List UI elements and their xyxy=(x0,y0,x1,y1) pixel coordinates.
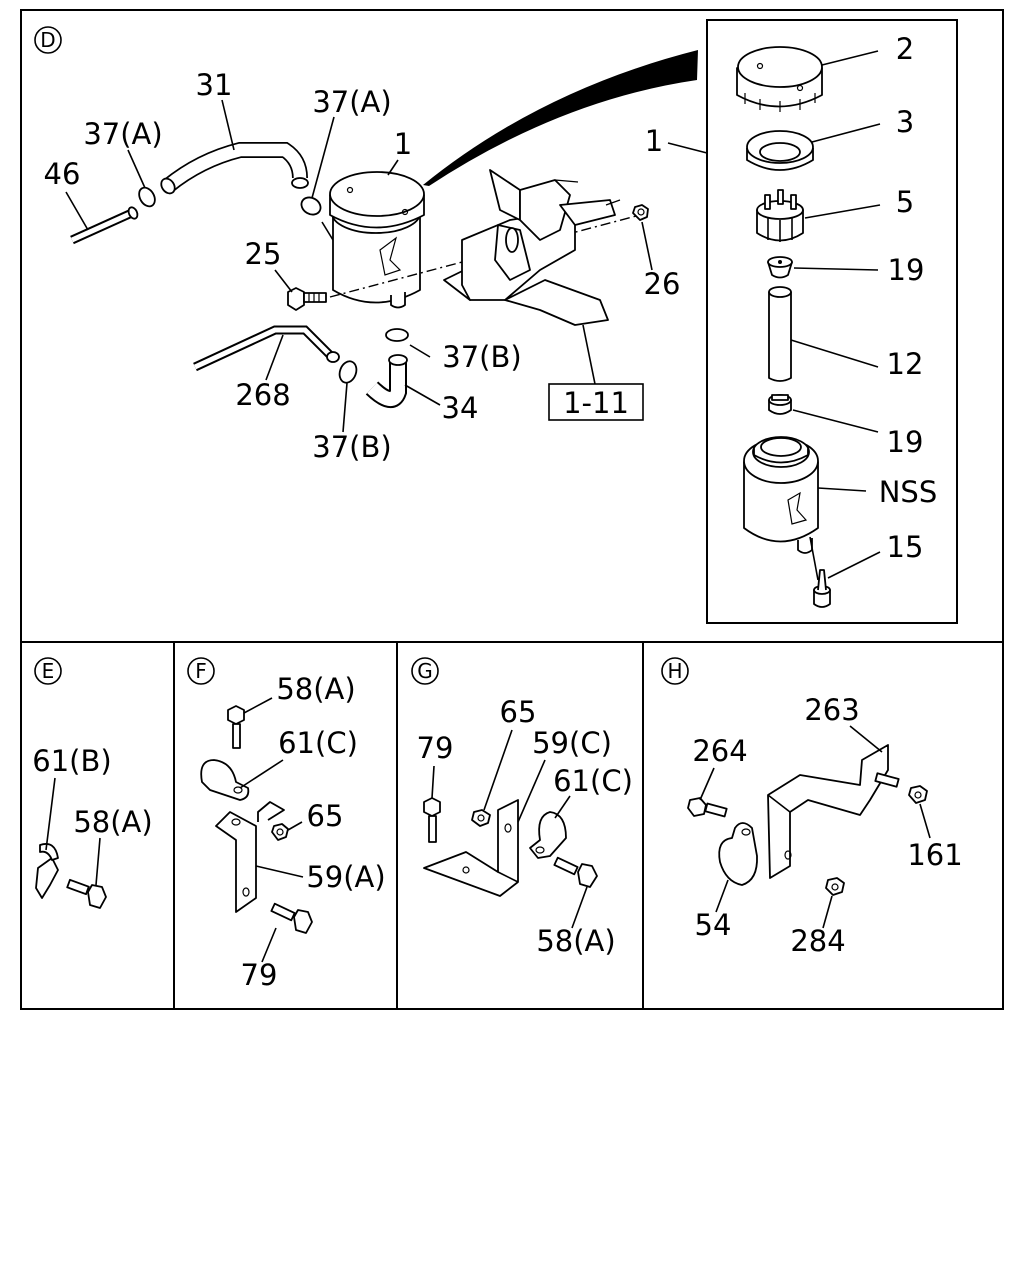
bolt-25[interactable] xyxy=(287,287,327,311)
nut-65-g[interactable] xyxy=(471,809,491,827)
clamp-54[interactable] xyxy=(718,822,758,886)
tube-12[interactable] xyxy=(768,286,792,382)
label-46: 46 xyxy=(44,157,81,191)
bolt-58a-g[interactable] xyxy=(553,856,598,888)
svg-text:D: D xyxy=(40,28,55,52)
label-59c: 59(C) xyxy=(532,726,612,760)
pipe-268[interactable] xyxy=(193,325,340,372)
label-79-g: 79 xyxy=(417,731,454,765)
label-2: 2 xyxy=(896,32,914,66)
reservoir-body-nss[interactable] xyxy=(743,436,819,554)
label-15: 15 xyxy=(887,530,924,564)
section-g: G 65 79 59(C) 61(C) 5 xyxy=(411,657,633,958)
bolt-79-f[interactable] xyxy=(270,902,313,934)
hose-34[interactable] xyxy=(365,354,408,408)
section-f-marker[interactable]: F xyxy=(187,657,215,685)
clamp-37b-right[interactable] xyxy=(385,328,409,342)
label-58a-e: 58(A) xyxy=(73,805,152,839)
bracket-59c[interactable] xyxy=(423,799,519,897)
label-268: 268 xyxy=(235,378,290,412)
label-5: 5 xyxy=(896,185,914,219)
label-61b: 61(B) xyxy=(32,744,111,778)
section-e-marker[interactable]: E xyxy=(34,657,62,685)
reference-box-1-11[interactable]: 1-11 xyxy=(548,383,644,421)
label-12: 12 xyxy=(887,347,924,381)
nut-65-f[interactable] xyxy=(271,823,289,841)
label-79-f: 79 xyxy=(241,958,278,992)
bolt-79-g[interactable] xyxy=(423,797,441,843)
label-284: 284 xyxy=(790,924,845,958)
pin-15[interactable] xyxy=(809,536,831,608)
nut-161[interactable] xyxy=(908,785,928,804)
label-25: 25 xyxy=(245,237,282,271)
svg-text:G: G xyxy=(417,659,433,683)
bolt-58a-e[interactable] xyxy=(66,878,107,909)
label-19-top: 19 xyxy=(888,253,925,287)
section-h: H 263 264 161 54 xyxy=(661,657,963,958)
nut-26[interactable] xyxy=(632,204,649,221)
clamp-37a-top[interactable] xyxy=(298,194,323,218)
svg-text:H: H xyxy=(667,659,682,683)
nut-284[interactable] xyxy=(825,877,845,896)
section-g-marker[interactable]: G xyxy=(411,657,439,685)
bushing-19-top[interactable] xyxy=(767,256,793,279)
label-26: 26 xyxy=(644,267,681,301)
label-37a-top: 37(A) xyxy=(312,85,391,119)
bolt-263-stud[interactable] xyxy=(874,772,900,788)
label-61c-g: 61(C) xyxy=(553,764,633,798)
label-37b-right: 37(B) xyxy=(442,340,521,374)
section-d-marker[interactable]: D xyxy=(34,26,62,54)
cap-2[interactable] xyxy=(736,46,823,112)
clamp-37b-bottom[interactable] xyxy=(337,359,360,385)
bolt-264[interactable] xyxy=(687,797,728,818)
label-61c-f: 61(C) xyxy=(278,726,358,760)
label-59a: 59(A) xyxy=(306,860,385,894)
pipe-46[interactable] xyxy=(70,206,139,245)
clamp-61c-f[interactable] xyxy=(200,759,250,801)
bolt-58a-f[interactable] xyxy=(227,705,245,749)
bracket-59a[interactable] xyxy=(215,801,285,913)
section-e: E 61(B) 58(A) xyxy=(32,657,153,909)
diagram-frames xyxy=(20,9,1004,1010)
label-65-f: 65 xyxy=(307,799,344,833)
svg-text:1-11: 1-11 xyxy=(563,386,629,420)
seal-3[interactable] xyxy=(746,130,814,171)
bracket-1-11[interactable] xyxy=(443,169,621,326)
label-161: 161 xyxy=(907,838,962,872)
label-3: 3 xyxy=(896,105,914,139)
inset-pointer-wedge xyxy=(423,50,698,186)
label-nss: NSS xyxy=(879,475,938,509)
bushing-19-bottom[interactable] xyxy=(768,394,792,415)
reservoir-1[interactable] xyxy=(329,171,425,309)
label-54: 54 xyxy=(695,908,732,942)
label-65-g: 65 xyxy=(500,695,537,729)
clip-61b[interactable] xyxy=(35,843,59,899)
svg-text:F: F xyxy=(195,659,207,683)
label-31: 31 xyxy=(196,68,233,102)
label-58a-g: 58(A) xyxy=(536,924,615,958)
label-34: 34 xyxy=(442,391,479,425)
hose-31[interactable] xyxy=(158,142,309,196)
svg-text:E: E xyxy=(42,659,55,683)
label-263: 263 xyxy=(804,693,859,727)
label-inset-1: 1 xyxy=(645,124,663,158)
section-f: F 58(A) 61(C) 65 59(A) xyxy=(187,657,386,992)
label-1: 1 xyxy=(394,127,412,161)
label-37a-left: 37(A) xyxy=(83,117,162,151)
label-37b-bottom: 37(B) xyxy=(312,430,391,464)
section-h-marker[interactable]: H xyxy=(661,657,689,685)
clamp-61c-g[interactable] xyxy=(529,811,567,859)
label-58a-f: 58(A) xyxy=(276,672,355,706)
section-d: D xyxy=(34,26,938,608)
label-264: 264 xyxy=(692,734,747,768)
filter-5[interactable] xyxy=(756,189,804,242)
label-19-bottom: 19 xyxy=(887,425,924,459)
bracket-263[interactable] xyxy=(767,744,889,879)
clamp-37a-left[interactable] xyxy=(136,185,158,209)
